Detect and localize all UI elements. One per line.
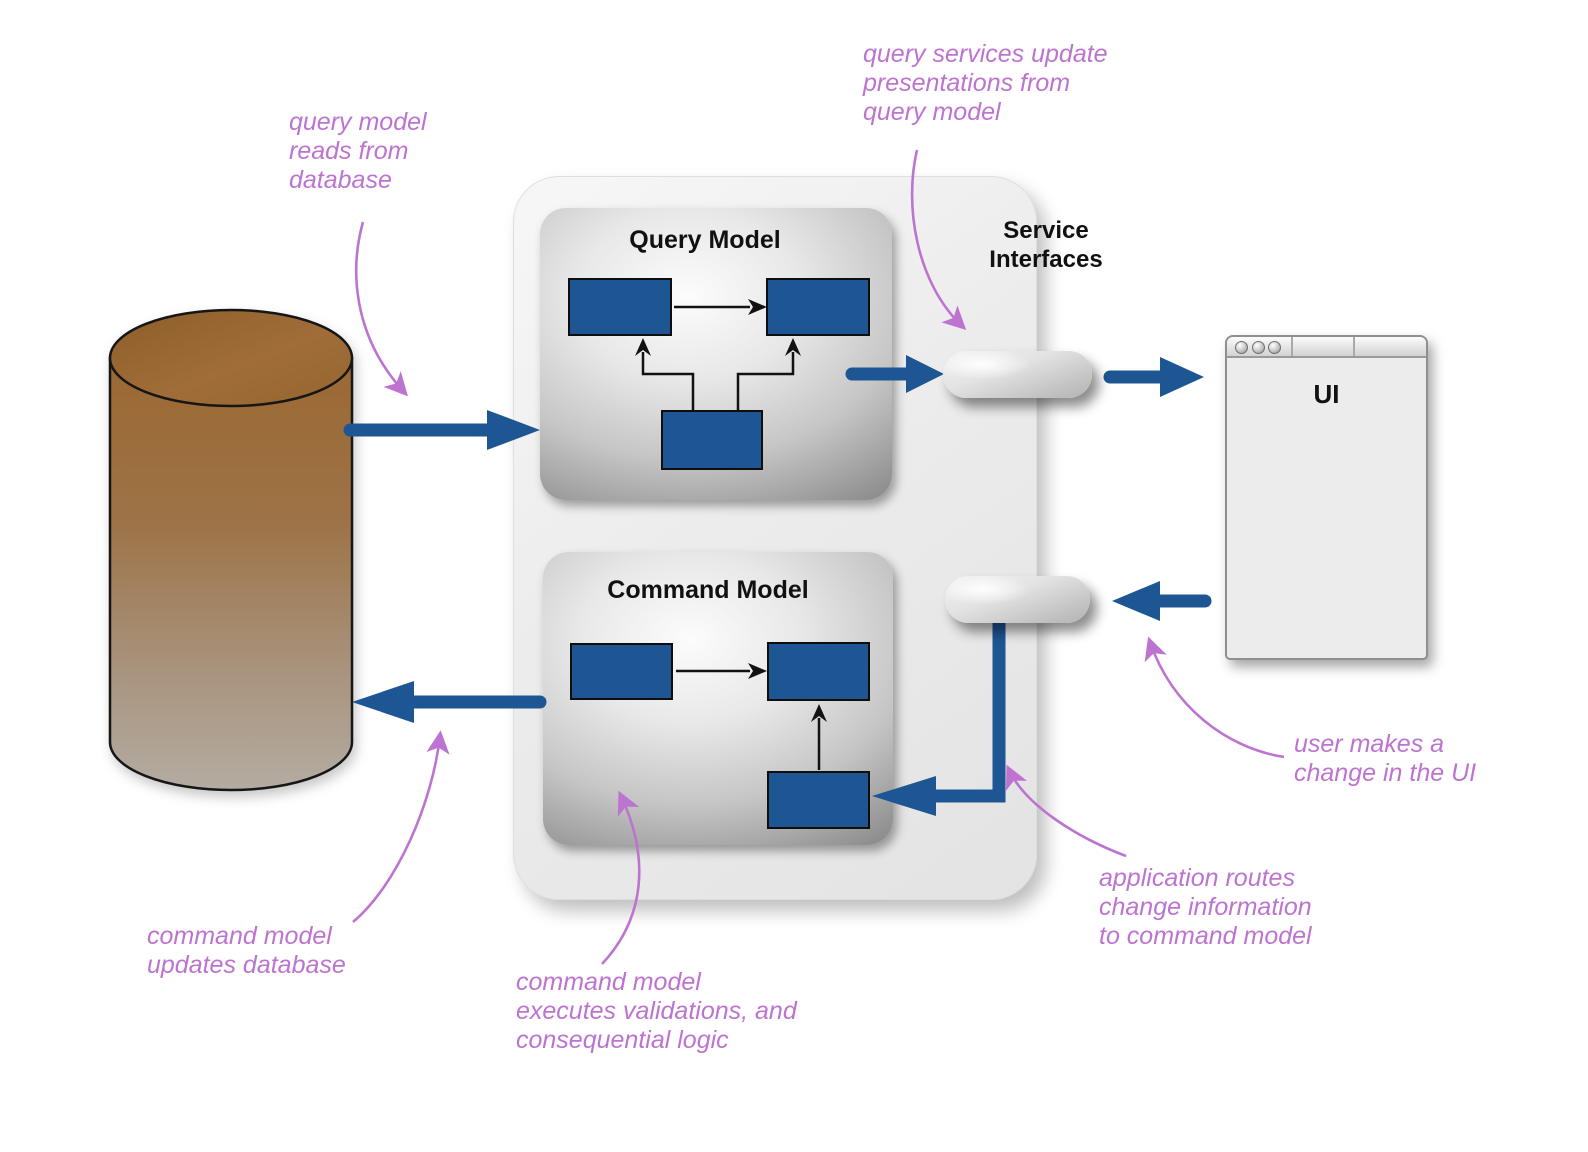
service-interface-pill-top — [943, 351, 1092, 398]
arrow-service-to-command — [872, 614, 1006, 816]
query-box-bottom — [661, 410, 763, 470]
command-box-right — [767, 642, 870, 701]
arrow-service-to-ui — [1103, 357, 1204, 397]
cylinder-body — [108, 356, 354, 792]
query-box-left — [568, 278, 672, 336]
command-internal-arrows — [676, 663, 827, 770]
annotation-arrow-user-change — [1144, 636, 1285, 759]
database-cylinder — [108, 308, 354, 792]
arrow-query-to-service — [845, 355, 944, 393]
query-internal-arrows — [635, 299, 801, 410]
titlebar-divider — [1291, 337, 1293, 356]
annotation-arrow-services-update — [910, 149, 967, 331]
arrow-command-to-db — [352, 681, 547, 723]
ui-window: UI — [1225, 335, 1428, 660]
annotation-arrow-app-routes — [1005, 764, 1127, 858]
annotation-arrow-cmd-validates — [601, 790, 641, 965]
window-dot-icon — [1268, 341, 1281, 354]
command-box-bottom — [767, 771, 870, 829]
arrow-ui-to-service — [1112, 581, 1212, 621]
service-interfaces-label: Service Interfaces — [958, 216, 1134, 274]
arrow-db-to-query — [343, 410, 540, 450]
service-interfaces-line1: Service — [1003, 217, 1089, 244]
service-interface-pill-bottom — [945, 576, 1090, 623]
ui-window-title: UI — [1313, 379, 1340, 409]
annotation-cmd-validates: command model executes validations, and … — [516, 968, 797, 1054]
annotation-app-routes: application routes change information to… — [1099, 864, 1312, 950]
annotation-arrow-query-reads — [355, 221, 408, 397]
command-box-left — [570, 643, 673, 700]
annotation-user-change: user makes a change in the UI — [1294, 730, 1477, 787]
titlebar-divider — [1353, 337, 1355, 356]
service-interfaces-line2: Interfaces — [989, 246, 1103, 273]
cylinder-top — [108, 308, 354, 408]
annotation-query-reads: query model reads from database — [289, 108, 427, 194]
command-model-title: Command Model — [607, 576, 809, 604]
annotation-services-update: query services update presentations from… — [863, 40, 1108, 126]
annotation-arrow-cmd-updates — [352, 730, 450, 923]
ui-window-titlebar — [1227, 337, 1426, 358]
annotation-cmd-updates: command model updates database — [147, 922, 346, 979]
query-model-title: Query Model — [629, 226, 781, 254]
window-dot-icon — [1252, 341, 1265, 354]
window-dot-icon — [1235, 341, 1248, 354]
